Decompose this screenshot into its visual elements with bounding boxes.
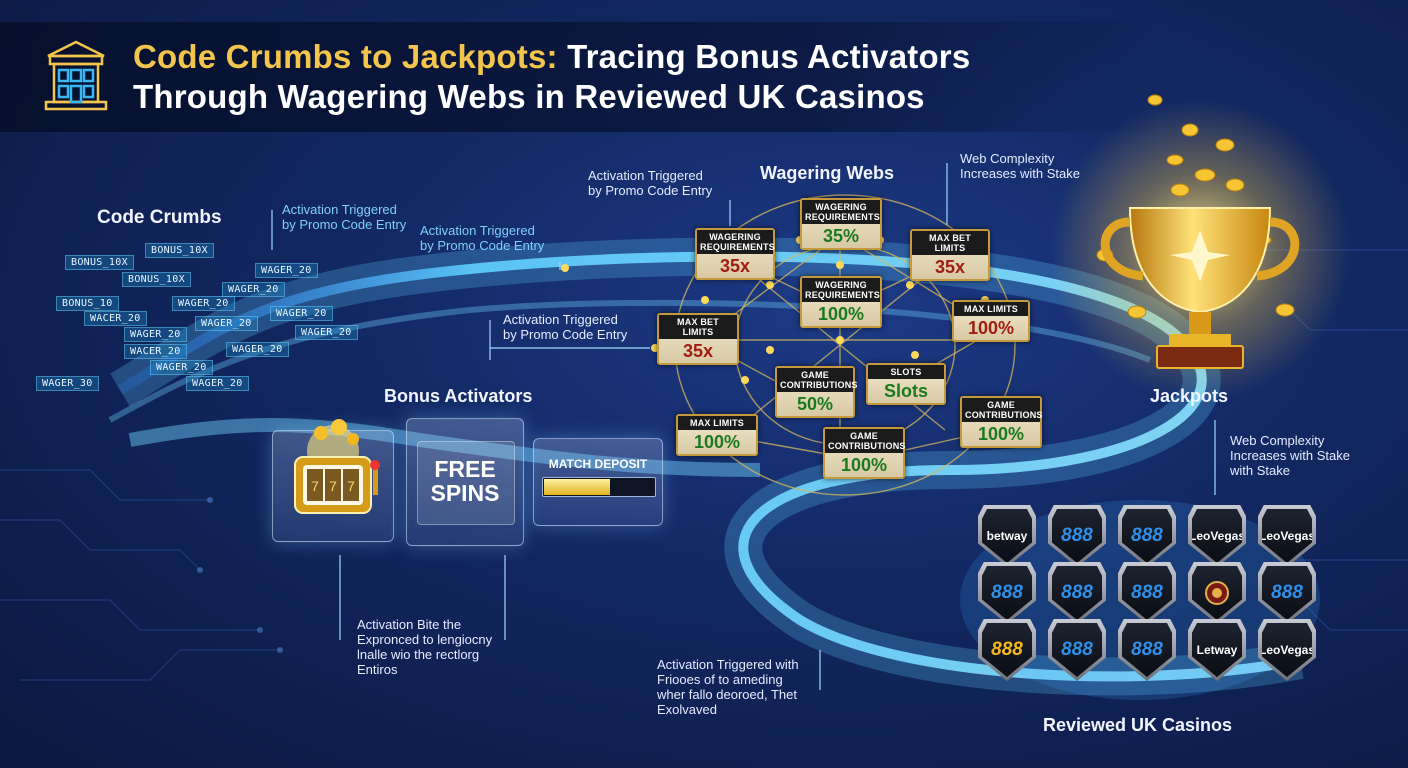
- title-highlight: Code Crumbs to Jackpots:: [133, 38, 558, 75]
- web-node-value: 50%: [796, 394, 834, 414]
- jackpots-heading: Jackpots: [1150, 386, 1229, 406]
- web-node-label: SLOTS: [868, 365, 944, 379]
- web-node-label: WAGERING REQUIREMENTS: [802, 200, 880, 224]
- title-rest: Tracing Bonus Activators: [557, 38, 971, 75]
- code-crumb: WAGER_20: [195, 316, 258, 331]
- free-spins-panel: [417, 441, 515, 525]
- free-spins-card[interactable]: FREE SPINS: [406, 418, 524, 546]
- title-line-2: Through Wagering Webs in Reviewed UK Cas…: [133, 78, 925, 115]
- note-promo-1: Activation Triggered by Promo Code Entry: [282, 202, 407, 232]
- note-web-complexity-1: Web Complexity Increases with Stake: [960, 151, 1080, 181]
- slot-machine-card[interactable]: 7 7 7: [272, 419, 394, 542]
- slot-machine-icon: 7 7 7: [294, 419, 380, 514]
- code-crumb: WACER_20: [124, 344, 187, 359]
- code-crumb: BONUS_10: [56, 296, 119, 311]
- web-node-label: MAX LIMITS: [678, 416, 756, 430]
- code-crumb: WACER_20: [84, 311, 147, 326]
- web-node-label: GAME CONTRIBUTIONS: [825, 429, 905, 453]
- code-crumb: WAGER_20: [226, 342, 289, 357]
- free-spins-label: FREE SPINS: [430, 456, 500, 506]
- bonus-activators-heading: Bonus Activators: [384, 386, 533, 406]
- web-node[interactable]: MAX LIMITS 100%: [676, 414, 758, 456]
- note-activation-bottom-1: Activation Bite the Expronced to lengioc…: [357, 617, 493, 677]
- match-deposit-card[interactable]: MATCH DEPOSIT: [533, 438, 663, 526]
- web-node-value: Slots: [883, 381, 928, 401]
- web-node-label: MAX LIMITS: [954, 302, 1028, 316]
- web-node-value: 35x: [934, 257, 966, 277]
- note-promo-3: Activation Triggered by Promo Code Entry: [588, 168, 713, 198]
- code-crumb: WAGER_20: [124, 327, 187, 342]
- code-crumb: WAGER_20: [270, 306, 333, 321]
- code-crumbs-heading: Code Crumbs: [97, 207, 222, 228]
- web-node-value: 35x: [682, 341, 714, 361]
- web-node-label: WAGERING REQUIREMENTS: [697, 230, 775, 254]
- web-node[interactable]: MAX LIMITS 100%: [952, 300, 1030, 342]
- note-activation-bottom-2: Activation Triggered with Friooes of to …: [657, 657, 799, 717]
- casino-building-icon: [44, 40, 108, 111]
- web-node-value: 100%: [977, 424, 1025, 444]
- code-crumb: WAGER_30: [36, 376, 99, 391]
- web-node-label: WAGERING REQUIREMENTS: [802, 278, 880, 302]
- reviewed-casinos-heading: Reviewed UK Casinos: [1043, 715, 1233, 735]
- web-node-value: 100%: [817, 304, 865, 324]
- code-crumb: BONUS_10X: [122, 272, 191, 287]
- note-promo-4: Activation Triggered by Promo Code Entry: [503, 312, 628, 342]
- note-web-complexity-2: Web Complexity Increases with Stake with…: [1230, 433, 1350, 478]
- web-node-label: MAX BET LIMITS: [659, 315, 737, 339]
- title-band: [0, 22, 1160, 132]
- web-node-value: 100%: [840, 455, 888, 475]
- match-deposit-label: MATCH DEPOSIT: [548, 457, 648, 471]
- svg-text:7: 7: [329, 478, 337, 494]
- web-node-value: 35x: [719, 256, 751, 276]
- code-crumb: BONUS_10X: [65, 255, 134, 270]
- web-node-label: GAME CONTRIBUTIONS: [777, 368, 857, 392]
- match-deposit-progress-track: [542, 477, 656, 497]
- code-crumb: WAGER_20: [186, 376, 249, 391]
- web-node-label: MAX BET LIMITS: [912, 231, 988, 255]
- code-crumb: WAGER_20: [295, 325, 358, 340]
- svg-text:7: 7: [311, 478, 319, 494]
- code-crumb: WAGER_20: [172, 296, 235, 311]
- trophy-icon: [1096, 94, 1300, 369]
- code-crumb: WAGER_20: [150, 360, 213, 375]
- web-node-value: 35%: [822, 226, 860, 246]
- web-node-label: GAME CONTRIBUTIONS: [962, 398, 1042, 422]
- match-deposit-progress-fill: [544, 479, 610, 495]
- web-node[interactable]: SLOTS Slots: [866, 363, 946, 405]
- svg-text:7: 7: [347, 478, 355, 494]
- web-node-value: 100%: [967, 318, 1015, 338]
- note-promo-2: Activation Triggered by Promo Code Entry: [420, 223, 545, 253]
- wagering-webs-heading: Wagering Webs: [760, 163, 895, 183]
- web-node-value: 100%: [693, 432, 741, 452]
- code-crumb: BONUS_10X: [145, 243, 214, 258]
- code-crumb: WAGER_20: [222, 282, 285, 297]
- code-crumb: WAGER_20: [255, 263, 318, 278]
- title-line-1: Code Crumbs to Jackpots: Tracing Bonus A…: [133, 38, 970, 76]
